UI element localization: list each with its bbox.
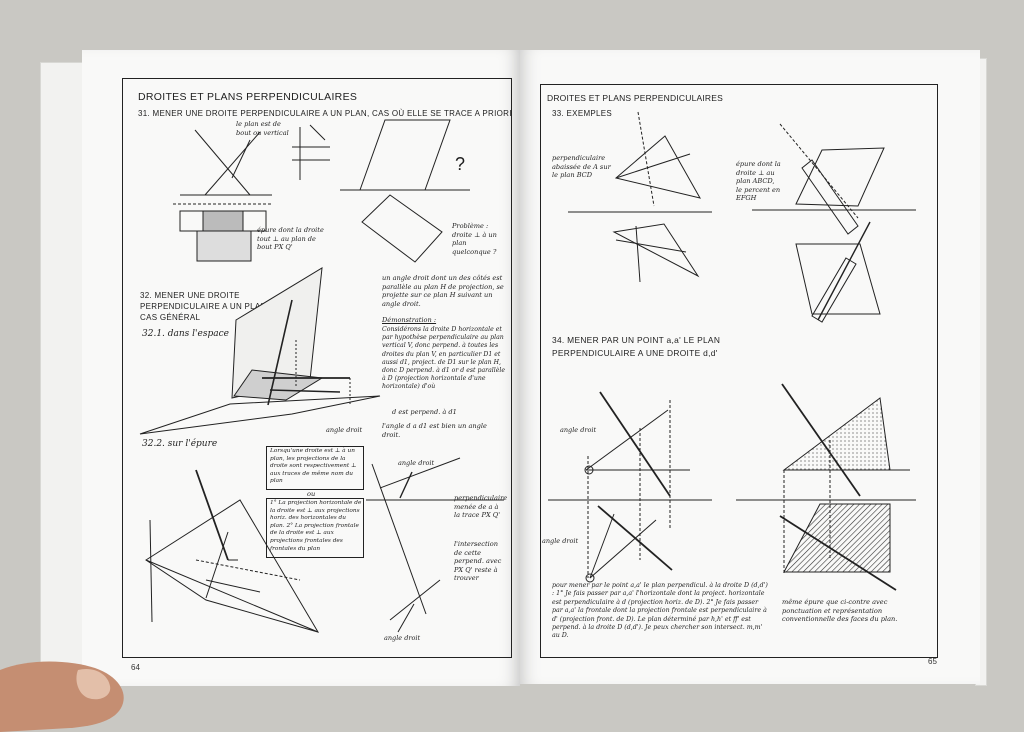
rule-box-ou: ou [307,490,316,498]
angle-droit-text: un angle droit dont un des côtés est par… [382,274,504,308]
intersection-note: l'intersection de cette perpend. avec PX… [454,540,502,583]
section-33-title: 33. EXEMPLES [552,109,613,118]
note-epure-31: épure dont la droite tout ⊥ au plan de b… [257,226,324,252]
section-31-title: 31. MENER UNE DROITE PERPENDICULAIRE A U… [138,109,512,118]
demonstration-final: l'angle d a d1 est bien un angle droit. [382,422,487,439]
rule-box-2 [266,498,364,558]
left-page-number: 64 [131,663,140,672]
right-page [520,50,980,684]
label-angle-droit-left-3: angle droit [384,634,421,642]
subsection-321: 32.1. dans l'espace [142,329,229,339]
same-epure-note: même épure que ci-contre avec ponctuatio… [782,598,898,624]
label-angle-droit-right-2: angle droit [542,537,579,545]
example-2-note: épure dont la droite ⊥ au plan ABCD, le … [736,160,781,203]
demonstration-conclusion: d est perpend. à d1 [392,408,457,416]
section-32-line3: CAS GÉNÉRAL [140,313,201,322]
hand-thumb [0,661,124,732]
rule-box-1-text: Lorsqu'une droite est ⊥ à un plan, les p… [270,448,357,485]
example-1-note: perpendiculaire abaissée de A sur le pla… [552,154,611,180]
section-34-line1: 34. MENER PAR UN POINT a,a' LE PLAN [552,335,721,345]
section-34-line2: PERPENDICULAIRE A UNE DROITE d,d' [552,348,718,358]
section-32-line2: PERPENDICULAIRE A UN PLAN [140,302,267,311]
demonstration-title: Démonstration : [382,316,437,324]
demonstration-text: Considérons la droite D horizontale et p… [382,326,506,391]
question-mark: ? [455,154,466,174]
label-angle-droit-right-1: angle droit [560,426,597,434]
perpendiculaire-note: perpendiculaire menée de a à la trace PX… [454,494,508,520]
subsection-322: 32.2. sur l'épure [142,439,218,449]
rule-box-2-text: 1° La projection horizontale de la droit… [270,500,362,552]
plane-edge-line [194,129,251,196]
section-32-line1: 32. MENER UNE DROITE [140,291,240,300]
left-page-header: DROITES ET PLANS PERPENDICULAIRES [138,91,358,103]
rule-box-1 [266,446,364,490]
label-angle-droit-left-1: angle droit [398,459,435,467]
method-text: pour mener par le point a,a' le plan per… [552,582,768,640]
page-stack-left [40,62,88,688]
probleme-note: Problème : droite ⊥ à un plan quelconque… [452,222,497,256]
right-page-frame [540,84,938,658]
right-page-header: DROITES ET PLANS PERPENDICULAIRES [547,93,724,103]
label-angle-droit-left-2: angle droit [326,426,363,434]
right-page-number: 65 [928,657,937,666]
left-page-frame [122,78,512,658]
note-bout: le plan est de bout ou vertical [236,120,289,137]
